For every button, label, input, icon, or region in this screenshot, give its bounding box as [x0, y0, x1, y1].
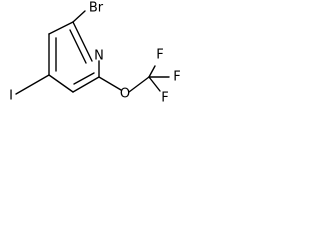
- structure-svg: Br N I O F F F: [9, 1, 181, 106]
- bond-c4-i: [15, 74, 50, 95]
- atom-oxygen: O: [120, 87, 130, 102]
- bond-o-c: [128, 76, 150, 93]
- atom-fluorine-top: F: [156, 48, 163, 63]
- bond-c2-br: [72, 10, 86, 23]
- bond-c4-c5: [48, 74, 74, 93]
- bond-c-f-top: [148, 65, 156, 78]
- atom-iodine: I: [9, 89, 13, 104]
- bond-c2-c3: [48, 21, 74, 35]
- atom-fluorine-right: F: [173, 70, 180, 85]
- atom-fluorine-bottom: F: [161, 91, 168, 106]
- atom-nitrogen: N: [94, 49, 104, 64]
- bond-c6-o: [98, 76, 122, 91]
- bond-c5-c6-inner: [73, 72, 95, 85]
- atom-bromine: Br: [89, 1, 104, 16]
- bond-n-c2: [72, 21, 93, 62]
- bond-n-c2-inner: [69, 29, 87, 64]
- bond-c-f-bottom: [148, 76, 161, 92]
- molecule-diagram: Br N I O F F F: [0, 0, 220, 138]
- bond-c5-c6: [72, 76, 100, 93]
